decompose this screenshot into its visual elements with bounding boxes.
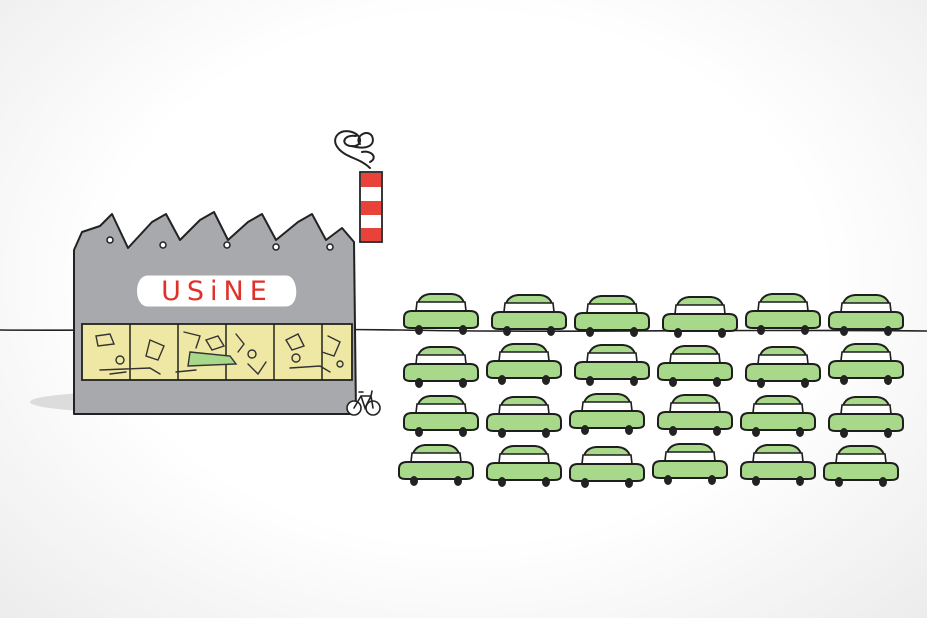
car-icon xyxy=(657,345,733,388)
factory-sign-text: USiNE xyxy=(161,276,273,307)
bicycle-icon xyxy=(346,390,381,416)
car-icon xyxy=(745,293,821,336)
car-icon xyxy=(486,343,562,386)
factory-window xyxy=(81,323,353,381)
factory-icon: USiNE xyxy=(73,211,357,415)
car-icon xyxy=(828,396,904,439)
car-grid xyxy=(398,293,904,489)
car-icon xyxy=(486,445,562,488)
car-icon xyxy=(403,346,479,389)
factory-wall xyxy=(73,211,357,415)
smoke-icon xyxy=(334,130,375,169)
car-icon xyxy=(403,395,479,438)
car-icon xyxy=(828,343,904,386)
chimney-icon xyxy=(359,171,383,243)
car-icon xyxy=(740,395,816,438)
car-icon xyxy=(652,443,728,486)
car-icon xyxy=(657,394,733,437)
car-icon xyxy=(828,294,904,337)
car-icon xyxy=(569,446,645,489)
car-icon xyxy=(823,445,899,488)
factory-sign: USiNE xyxy=(137,275,297,307)
car-icon xyxy=(745,346,821,389)
car-icon xyxy=(486,396,562,439)
car-icon xyxy=(403,293,479,336)
car-icon xyxy=(491,294,567,337)
car-icon xyxy=(574,295,650,338)
car-icon xyxy=(574,344,650,387)
car-icon xyxy=(662,296,738,339)
car-icon xyxy=(740,444,816,487)
machinery-scribble xyxy=(95,331,344,376)
car-icon xyxy=(569,393,645,436)
car-icon xyxy=(398,444,474,487)
